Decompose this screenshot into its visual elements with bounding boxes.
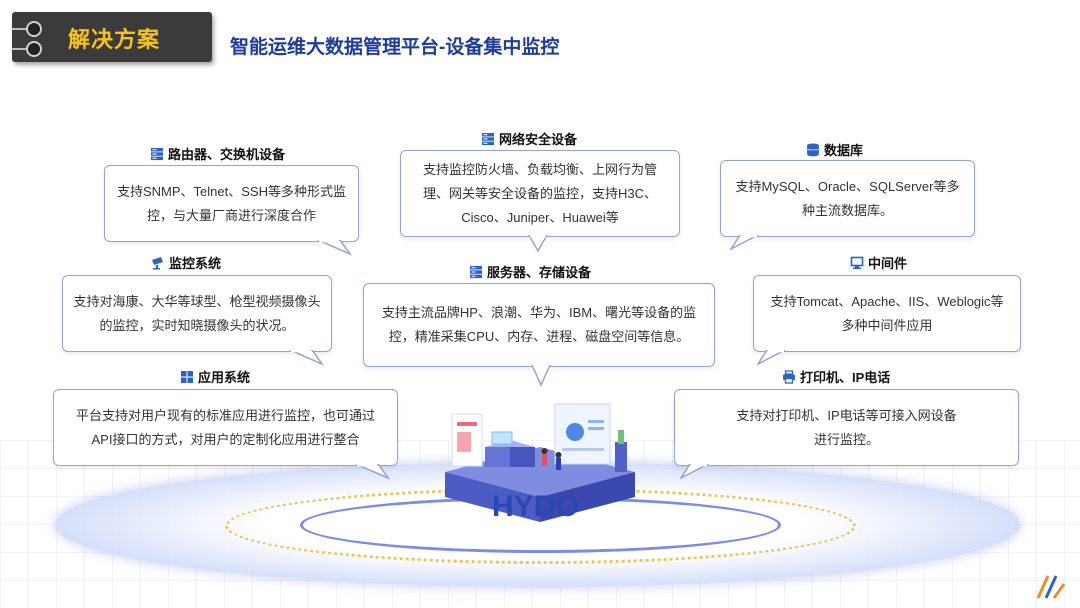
callout-tail (318, 240, 352, 256)
binder-wire (12, 28, 32, 30)
page-title: 智能运维大数据管理平台-设备集中监控 (230, 37, 560, 58)
callout-tail (730, 235, 759, 251)
corner-logo-icon (1036, 575, 1066, 599)
server-card-text: 支持主流品牌HP、浪潮、华为、IBM、曙光等设备的监控，精准采集CPU、内存、进… (381, 305, 697, 344)
security-card: 支持监控防火墙、负载均衡、上网行为管理、网关等安全设备的监控，支持H3C、Cis… (400, 150, 680, 237)
router-card-text: 支持SNMP、Telnet、SSH等多种形式监控，与大量厂商进行深度合作 (117, 183, 346, 223)
camera-icon (152, 256, 163, 269)
database-icon (807, 143, 819, 156)
callout-tail (531, 365, 551, 387)
database-card-text: 支持MySQL、Oracle、SQLServer等多种主流数据库。 (735, 178, 960, 218)
platform-logo-text: HYDO (492, 490, 579, 523)
middleware-card-text: 支持Tomcat、Apache、IIS、Weblogic等多种中间件应用 (770, 293, 1004, 333)
callout-tail (290, 350, 324, 366)
router-section-title: 路由器、交换机设备 (150, 144, 285, 163)
server-rack-icon (482, 132, 494, 145)
platform-illustration: HYDO (445, 403, 635, 523)
camera-card-text: 支持对海康、大华等球型、枪型视频摄像头的监控，实时知晓摄像头的状况。 (73, 293, 321, 333)
printer-card-text: 支持对打印机、IP电话等可接入网设备进行监控。 (736, 407, 957, 447)
callout-tail (528, 235, 548, 253)
server-rack-icon (470, 265, 482, 278)
security-section-title: 网络安全设备 (481, 129, 577, 148)
callout-tail (680, 464, 709, 480)
camera-section-title: 监控系统 (151, 253, 221, 272)
binder-wire (12, 48, 32, 50)
database-section-title: 数据库 (806, 140, 863, 159)
middleware-card: 支持Tomcat、Apache、IIS、Weblogic等多种中间件应用 (753, 275, 1021, 352)
database-card: 支持MySQL、Oracle、SQLServer等多种主流数据库。 (720, 160, 975, 237)
router-card: 支持SNMP、Telnet、SSH等多种形式监控，与大量厂商进行深度合作 (104, 165, 359, 242)
printer-card: 支持对打印机、IP电话等可接入网设备进行监控。 (674, 389, 1019, 466)
section-tag: 解决方案 (12, 12, 212, 62)
server-section-title: 服务器、存储设备 (469, 262, 591, 281)
application-section-title: 应用系统 (180, 367, 250, 386)
windows-grid-icon (181, 370, 193, 383)
security-card-text: 支持监控防火墙、负载均衡、上网行为管理、网关等安全设备的监控，支持H3C、Cis… (422, 161, 657, 225)
section-tag-label: 解决方案 (68, 27, 161, 52)
binder-ring-icon (26, 21, 42, 37)
printer-section-title: 打印机、IP电话 (782, 367, 890, 386)
binder-ring-icon (26, 41, 42, 57)
middleware-section-title: 中间件 (850, 253, 907, 272)
application-card-text: 平台支持对用户现有的标准应用进行监控，也可通过API接口的方式，对用户的定制化应… (75, 407, 375, 447)
callout-tail (356, 464, 390, 480)
monitor-icon (850, 256, 864, 269)
callout-tail (757, 350, 786, 366)
camera-card: 支持对海康、大华等球型、枪型视频摄像头的监控，实时知晓摄像头的状况。 (62, 275, 332, 352)
printer-icon (783, 369, 795, 384)
server-rack-icon (151, 147, 163, 160)
server-card: 支持主流品牌HP、浪潮、华为、IBM、曙光等设备的监控，精准采集CPU、内存、进… (363, 283, 715, 367)
application-card: 平台支持对用户现有的标准应用进行监控，也可通过API接口的方式，对用户的定制化应… (53, 389, 398, 466)
